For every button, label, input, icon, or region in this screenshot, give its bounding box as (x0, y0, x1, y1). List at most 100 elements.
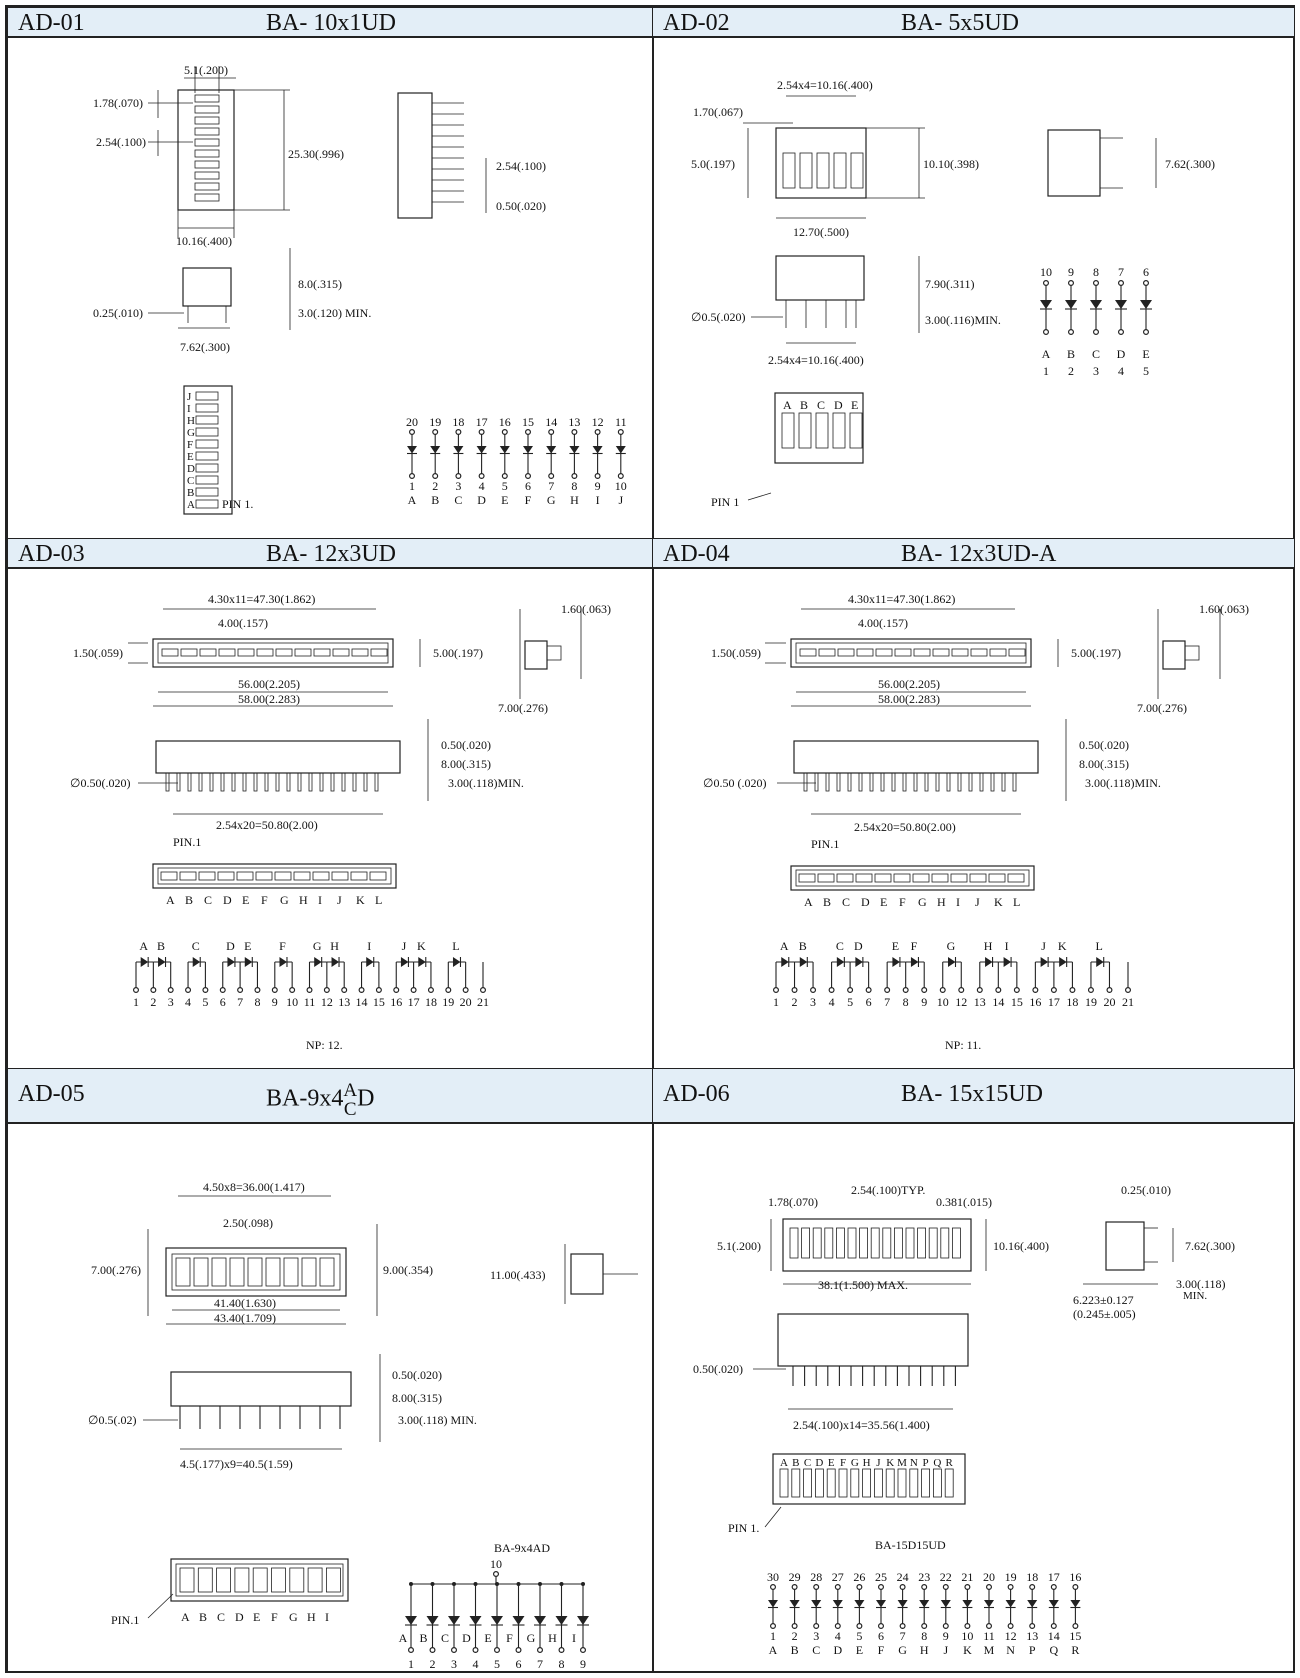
dim-label: 7.62(.300) (1165, 157, 1215, 171)
pin-terminal (237, 987, 244, 994)
diode-symbol (512, 1616, 525, 1625)
diode-letter: E (892, 939, 899, 953)
segment (893, 1227, 903, 1259)
segment (265, 1257, 281, 1287)
pin-number: 6 (1143, 265, 1149, 279)
pin-number: 10 (1040, 265, 1052, 279)
segment (319, 1257, 335, 1287)
diode-symbol (592, 446, 603, 454)
segment (198, 871, 216, 881)
lead (286, 772, 291, 792)
diode-letter: K (417, 939, 426, 953)
pin-number: 9 (943, 1629, 949, 1643)
dim-label: 41.40(1.630) (214, 1296, 276, 1310)
dim-label: 25.30(.996) (288, 147, 344, 161)
pin-terminal (942, 1623, 949, 1630)
pin-terminal (478, 473, 485, 480)
pin-number: 6 (516, 1657, 522, 1671)
segment (161, 648, 179, 657)
diode-symbol (426, 1616, 439, 1625)
pin-terminal (995, 987, 1002, 994)
pin-number: 15 (522, 415, 534, 429)
segment (199, 648, 217, 657)
pin-number: 5 (202, 995, 208, 1009)
pin-terminal (865, 987, 872, 994)
diode-symbol (897, 1600, 908, 1608)
pin-terminal (884, 987, 891, 994)
lead (979, 772, 984, 792)
segment-letter: D (834, 398, 843, 412)
segment (817, 873, 835, 883)
pin-number: 20 (406, 415, 418, 429)
dim-label: 5.1(.200) (184, 63, 228, 77)
segment (835, 1227, 845, 1259)
pin-letter: Q (1049, 1643, 1058, 1657)
dim-label: 1.78(.070) (768, 1195, 818, 1209)
pin-terminal (432, 473, 439, 480)
pin-terminal (455, 473, 462, 480)
dim-label: ∅0.5(.020) (691, 310, 745, 324)
lead (891, 772, 896, 792)
segment (988, 873, 1006, 883)
segment (836, 873, 854, 883)
diode-letter: D (854, 939, 863, 953)
pin-number: 24 (897, 1570, 909, 1584)
segment (229, 1257, 245, 1287)
pin-number: 9 (921, 995, 927, 1009)
pin-terminal (358, 987, 365, 994)
pin-terminal (132, 987, 139, 994)
pin-terminal (986, 1584, 993, 1591)
lead (275, 772, 280, 792)
datasheet-sheet: AD-01 BA- 10x1UD 5.1(.200) 1.78(.070) 2.… (5, 5, 1295, 1673)
segment (798, 873, 816, 883)
pin-number: 15 (1069, 1629, 1081, 1643)
pin-number: 12 (592, 415, 604, 429)
pin-number: 3 (451, 1657, 457, 1671)
segment-letter: K (886, 1457, 894, 1469)
segment-letter: E (828, 1457, 835, 1469)
pin-terminal (772, 987, 779, 994)
pin-terminal (964, 1623, 971, 1630)
segment (801, 1227, 811, 1259)
panel-title: BA- 5x5UD (901, 10, 1019, 36)
segment-letter: A (780, 1457, 788, 1469)
diode-symbol (555, 1616, 568, 1625)
pin-circuit: 301A292B283C274D265E256F247G238H229J2110… (767, 1570, 1081, 1657)
pin-terminal (524, 473, 531, 480)
lead (319, 772, 324, 792)
pin-terminal (1093, 280, 1100, 287)
circuit-note: NP: 12. (306, 1038, 343, 1052)
pin-number: 7 (884, 995, 890, 1009)
segment-letter: J (187, 391, 192, 403)
panel-header: AD-02 BA- 5x5UD (653, 8, 1294, 38)
segment-letters: J I H G F E D C B A (187, 391, 195, 511)
segment (951, 648, 969, 657)
segment (301, 1257, 317, 1287)
diode-letter: E (244, 939, 251, 953)
diode-symbol (1070, 1600, 1081, 1608)
segment (293, 871, 311, 881)
segment (989, 648, 1007, 657)
pin-number: 16 (1029, 995, 1041, 1009)
segment-letter: L (375, 893, 382, 907)
diode-letter: D (226, 939, 235, 953)
pin-letter: D (462, 1631, 471, 1645)
pin-number: 22 (940, 1570, 952, 1584)
ad-02-drawing: 2.54x4=10.16(.400) 1.70(.067) 5.0(.197) … (691, 78, 1215, 509)
pin-letter: D (477, 493, 486, 507)
lead (968, 772, 973, 792)
pin-terminal (478, 429, 485, 436)
panel-ad-06: AD-06 BA- 15x15UD 2.54(.100)TYP. 1.78(.0… (652, 1068, 1295, 1673)
pin-1-label: PIN.1 (111, 1613, 139, 1627)
pin-letter: I (572, 1631, 576, 1645)
pin-terminal (1068, 280, 1075, 287)
diode-letter: F (279, 939, 286, 953)
pin-number: 10 (615, 479, 627, 493)
pin-letter: A (408, 493, 417, 507)
pin-number: 19 (1085, 995, 1097, 1009)
segment (160, 871, 178, 881)
segment-letter: F (840, 1457, 846, 1469)
dim-label: 2.54x4=10.16(.400) (777, 78, 873, 92)
segment (897, 1468, 907, 1498)
